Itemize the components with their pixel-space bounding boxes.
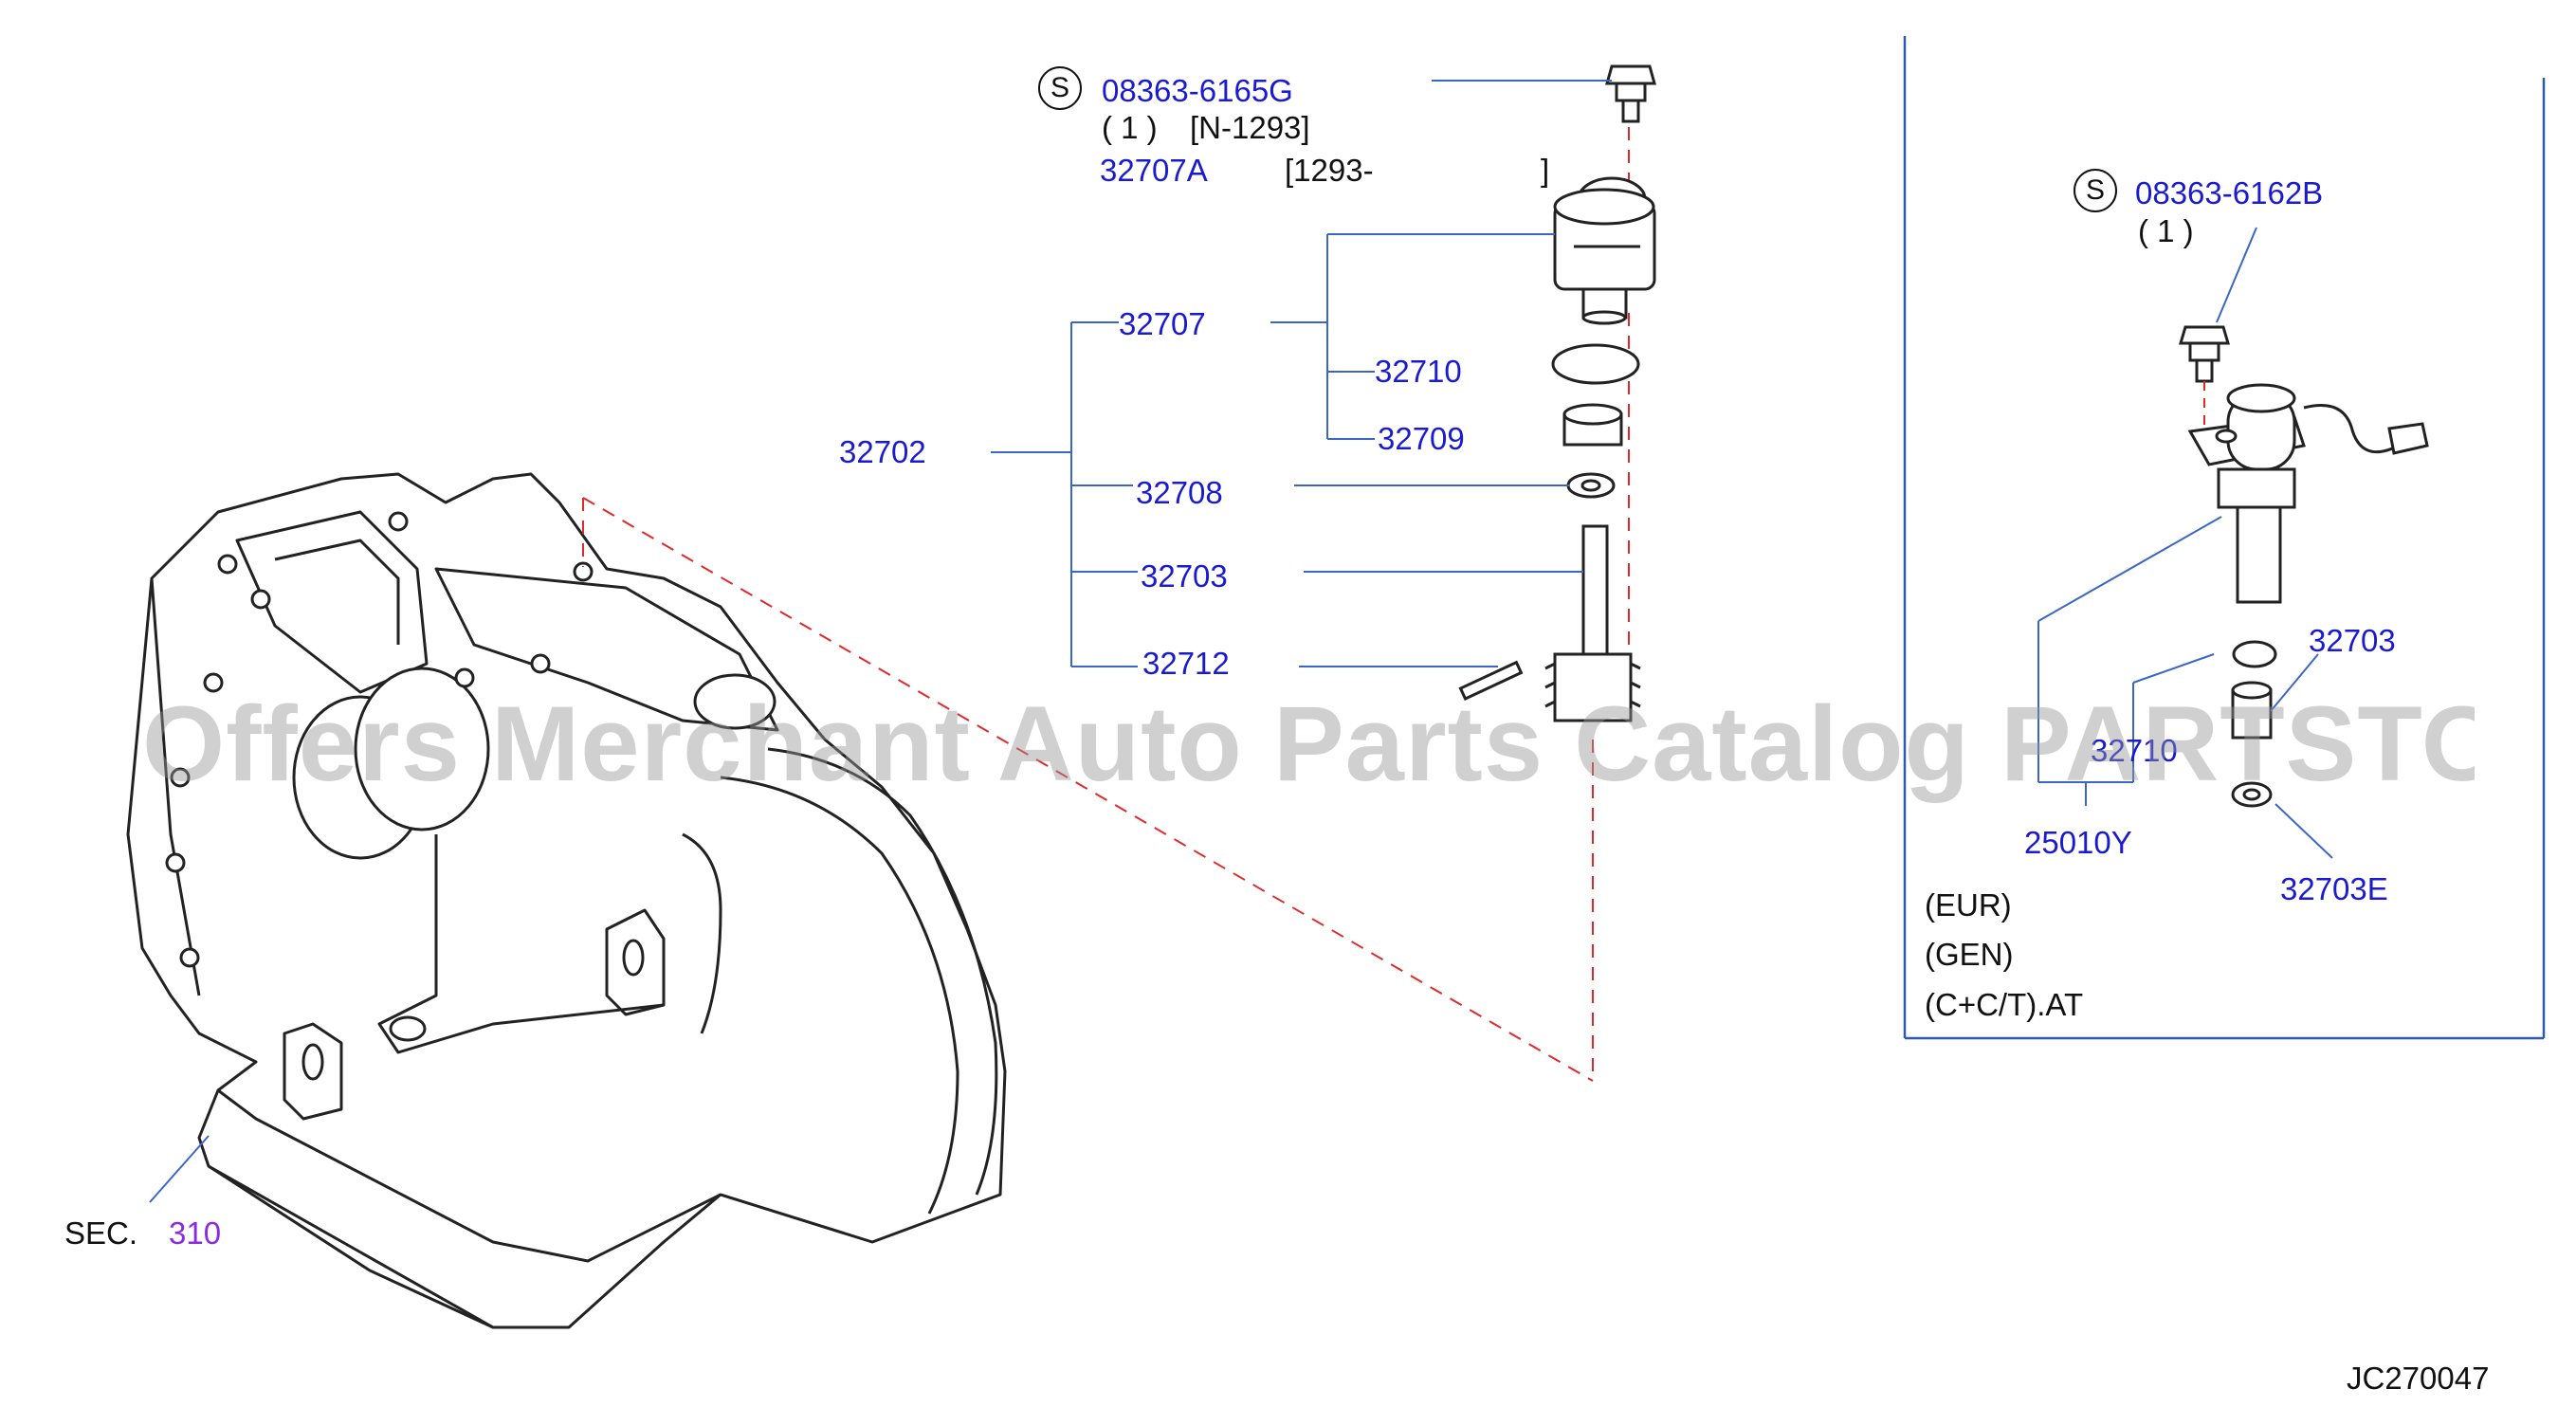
watermark-text: Offers Merchant Auto Parts Catalog PARTS…	[142, 685, 2475, 803]
section-leader	[149, 1135, 210, 1203]
right-leader-lines	[2037, 227, 2333, 859]
right-o-ring-drawing	[2232, 640, 2277, 668]
s-symbol-right: S	[2074, 169, 2117, 212]
part-label-32712[interactable]: 32712	[1142, 646, 1230, 681]
speed-sensor-drawing	[1553, 176, 1656, 325]
note-eur: (EUR)	[1925, 887, 2012, 923]
part-label-32708[interactable]: 32708	[1136, 475, 1223, 510]
alt-part-range-open: [1293-	[1285, 153, 1374, 188]
bolt-qty-right: ( 1 )	[2138, 213, 2194, 248]
bolt-part-number-left[interactable]: 08363-6165G	[1102, 73, 1293, 108]
bolt-drawing	[1605, 64, 1656, 123]
right-sensor-drawing	[2187, 383, 2429, 604]
right-panel-frame	[1903, 36, 2546, 1040]
part-label-right-32703[interactable]: 32703	[2309, 623, 2396, 658]
part-label-32703[interactable]: 32703	[1141, 558, 1228, 594]
part-label-32702[interactable]: 32702	[839, 434, 926, 469]
sleeve-drawing	[1562, 403, 1623, 447]
note-gen: (GEN)	[1925, 937, 2014, 972]
bolt-part-number-right[interactable]: 08363-6162B	[2135, 175, 2324, 210]
s-symbol-left: S	[1038, 66, 1082, 110]
o-ring-drawing	[1551, 343, 1640, 385]
bolt-qty-left: ( 1 )	[1102, 110, 1158, 145]
part-label-25010Y[interactable]: 25010Y	[2024, 825, 2132, 860]
right-clip-drawing	[2231, 781, 2273, 808]
right-bolt-drawing	[2178, 325, 2231, 383]
part-label-32710[interactable]: 32710	[1375, 354, 1462, 389]
alt-part-number[interactable]: 32707A	[1100, 153, 1208, 188]
part-label-32703E[interactable]: 32703E	[2280, 871, 2388, 906]
transmission-housing-drawing	[126, 472, 1007, 1329]
bolt-range-left: [N-1293]	[1190, 110, 1310, 145]
part-label-right-32710[interactable]: 32710	[2091, 733, 2178, 768]
section-prefix: SEC.	[64, 1215, 138, 1251]
washer-drawing	[1566, 472, 1616, 499]
note-transmission: (C+C/T).AT	[1925, 987, 2084, 1022]
section-number[interactable]: 310	[169, 1215, 222, 1251]
part-label-32707[interactable]: 32707	[1119, 306, 1206, 341]
alt-part-range-close: ]	[1541, 153, 1550, 188]
left-leader-tree	[991, 80, 1612, 667]
diagram-code: JC270047	[2347, 1361, 2490, 1396]
part-label-32709[interactable]: 32709	[1378, 421, 1465, 456]
pinion-gear-drawing	[1544, 524, 1641, 722]
pin-drawing	[1458, 660, 1524, 701]
right-gear-drawing	[2231, 681, 2273, 740]
